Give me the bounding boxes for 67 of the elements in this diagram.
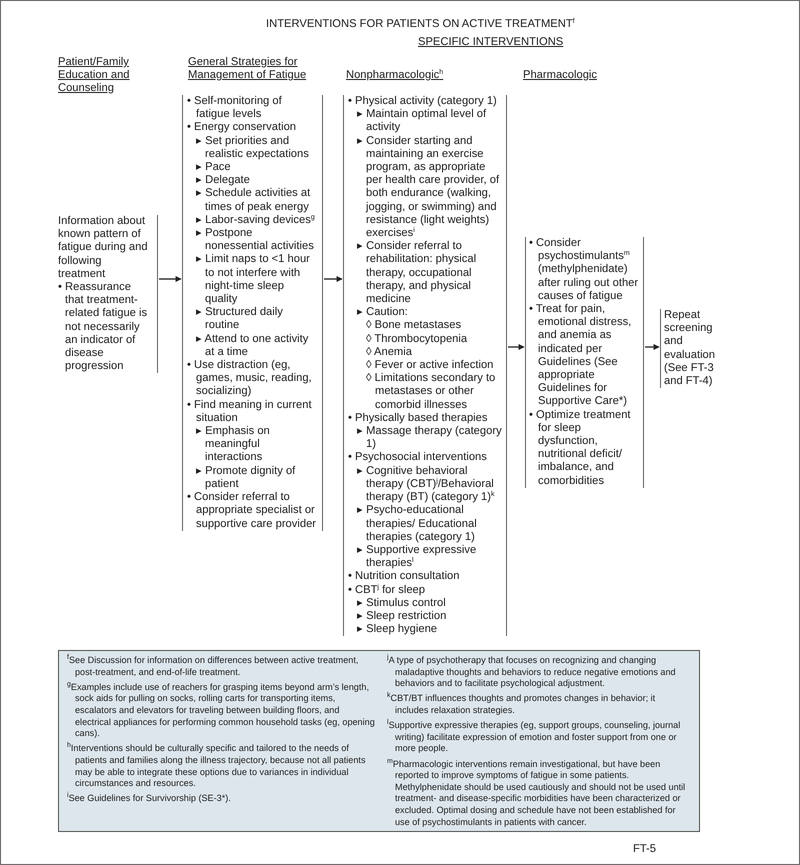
list-item: ▸ Caution: [356,306,409,320]
list-item: • Optimize treatment for sleep dysfunction, nutritional deficit/ imbalance, and comorbidities [529,408,632,488]
list-item: • Energy conservation [187,121,298,135]
section-heading: SPECIFIC INTERVENTIONS [418,36,564,49]
list-item: • Nutrition consultation [348,570,460,584]
list-item: • Physically based therapies [348,412,488,426]
arrow [508,344,525,350]
arrow [645,344,660,350]
list-item: • Consider psychostimulants$^{m}$ (methylphenidate) after ruling out other causes of fatigue [529,237,640,304]
footnote: $^{h}$Interventions should be culturally specific and tailored to the needs of patients and families along the illness trajectory, because not all patients may be able to integrate these options due to variances in individual circumstances and resources. [67,743,366,790]
list-item: ▸ Sleep hygiene [356,623,438,636]
list-item: ◊ Limitations secondary to metastases or other comorbid illnesses [365,372,496,412]
column-heading: Patient/Family Education and Counseling [58,56,131,95]
list-item: • Find meaning in current situation [187,398,313,426]
list-item: • Physical activity (category 1) [348,95,498,108]
list-item: ▸ Schedule activities at times of peak energy [195,187,312,214]
bracketed-text [58,215,158,374]
footnote-panel [58,650,700,832]
footnote: $^{m}$Pharmacologic interventions remain investigational, but have been reported to improve symptoms of fatigue in some patients. Methylphenidate should be used cautiously and should not be used until treatment- and disease-specific morbidities have been characterized or excluded. Optimal dosing and schedule have not been established for use of psychostimulants in patients with cancer. [387,758,686,828]
footnote: $^{g}$Examples include use of reachers for grasping items beyond arm’s length, sock aids for pulling on socks, rolling carts for transporting items, escalators and elevators for traveling between building floors, and electrical appliances for performing common household tasks (eg, opening cans). [67,682,376,740]
column-heading: Pharmacologic [523,69,597,82]
list-item: ◊ Thrombocytopenia [365,332,468,346]
list-item: ▸ Emphasis on meaningful interactions [195,425,271,465]
bracketed-list [343,95,507,636]
list-item: ▸ Stimulus control [356,596,447,610]
footnote: $^{i}$See Guidelines for Survivorship (SE-3*). [67,793,232,805]
title: INTERVENTIONS FOR PATIENTS ON ACTIVE TREATMENT$^{f}$ [265,18,575,31]
list-item: • Self-monitoring of fatigue levels [187,95,283,122]
list-item: • Reassurance that treatment-related fatigue is not necessarily an indicator of disease progression [58,281,148,374]
list-item: ◊ Anemia [365,346,413,360]
footnote: $^{k}$CBT/BT influences thoughts and promotes changes in behavior; it includes relaxation strategies. [387,693,656,717]
footnote: $^{f}$See Discussion for information on differences between active treatment, post-treatment, and end-of-life treatment. [67,655,360,678]
list-item: ▸ Limit naps to <1 hour to not interfere with night-time sleep quality [195,253,311,306]
list-item: ◊ Bone metastases [365,319,462,333]
list-item: ▸ Pace [195,161,232,174]
list-item: • Consider referral to appropriate specialist or supportive care provider [187,491,318,531]
arrow [159,276,182,282]
list-item: • Use distraction (eg, games, music, reading, socializing) [187,359,313,399]
list-item: ▸ Consider referral to rehabilitation: physical therapy, occupational therapy, and physical medicine [356,240,478,306]
list-item: ▸ Labor-saving devices$^{g}$ [195,214,316,228]
list-item: ▸ Cognitive behavioral therapy (CBT)$^{j}$/Behavioral therapy (BT) (category 1)$^{k}$ [356,464,496,504]
list-item: ▸ Consider starting and maintaining an exercise program, as appropriate per health care provider, of both endurance (walking, jogging, or swimming) and resistance (light weights) exercises$^{i}$ [356,134,500,240]
footnote: $^{l}$Supportive expressive therapies (eg, support groups, counseling, journal writing) facilitate expression of emotion and foster support from one or more people. [387,720,682,755]
list-item: ▸ Supportive expressive therapies$^{l}$ [356,544,478,570]
list-item: ▸ Sleep restriction [356,610,448,624]
list-item: ▸ Psycho-educational therapies/ Educational therapies (category 1) [356,504,478,544]
list-item: ▸ Structured daily routine [195,306,284,333]
list-item: • Treat for pain, emotional distress, and anemia as indicated per Guidelines (See appropriate Guidelines for Supportive Care*) [529,303,632,409]
column-heading: Nonpharmacologic$^{h}$ [346,69,444,82]
column-heading: General Strategies for Management of Fatigue [188,56,308,82]
list-item: ▸ Postpone nonessential activities [195,227,315,254]
page-number: FT-5 [633,843,656,856]
list-item: • CBT$^{j}$ for sleep [348,584,426,597]
text: Information about known pattern of fatigue during and following treatment [58,215,149,282]
bracketed-list [525,237,644,488]
list-item: ▸ Maintain optimal level of activity [356,108,488,135]
list-item: ▸ Attend to one activity at a time [195,332,310,360]
list-item: ▸ Promote dignity of patient [195,464,296,492]
bracketed-list [182,95,323,531]
text: Repeat screening and evaluation (See FT-3 and FT-4) [664,309,716,388]
footnote: $^{j}$A type of psychotherapy that focuses on recognizing and changing maladaptive thoughts and behaviors to reduce negative emotions and behaviors and to facilitate psychological adjustment. [387,655,677,690]
list-item: ▸ Set priorities and realistic expectations [195,134,310,162]
list-item: ◊ Fever or active infection [365,359,494,372]
list-item: • Psychosocial interventions [348,451,488,465]
arrow [324,276,343,282]
list-item: ▸ Massage therapy (category 1) [356,425,502,452]
list-item: ▸ Delegate [195,174,251,188]
